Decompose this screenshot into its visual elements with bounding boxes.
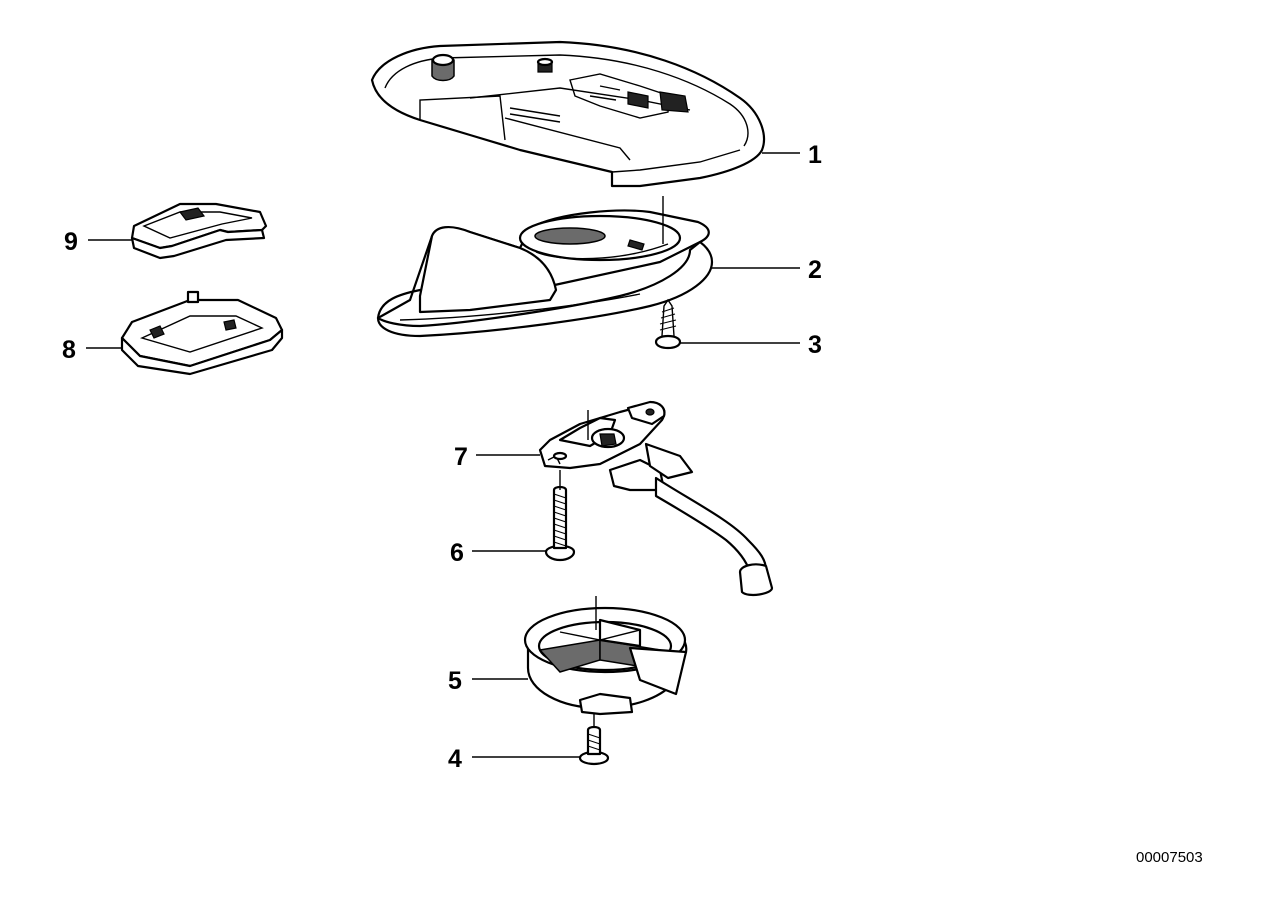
callout-2: 2	[808, 256, 822, 284]
callout-3: 3	[808, 331, 822, 359]
callout-8: 8	[62, 336, 76, 364]
part-1-housing-cover	[370, 40, 766, 188]
callout-labels: 1 2 3 4 5 6 7 8 9	[62, 141, 822, 773]
callout-leaders	[86, 152, 800, 758]
part-4-small-screw	[578, 725, 610, 766]
callout-4: 4	[448, 745, 462, 773]
callout-7: 7	[454, 443, 468, 471]
part-6-bolt	[544, 485, 576, 562]
callout-5: 5	[448, 667, 462, 695]
assembly-axis-lines	[559, 196, 664, 728]
callout-6: 6	[450, 539, 464, 567]
part-2-gaiter-base	[376, 209, 714, 338]
callout-1: 1	[808, 141, 822, 169]
part-7-lever-bracket	[538, 400, 774, 597]
part-3-screw	[654, 298, 682, 350]
callout-9: 9	[64, 228, 78, 256]
document-number: 00007503	[1136, 849, 1203, 866]
part-8-rect-cover	[120, 290, 284, 376]
part-9-small-cover	[130, 202, 268, 260]
part-5-base-cup	[523, 606, 688, 716]
